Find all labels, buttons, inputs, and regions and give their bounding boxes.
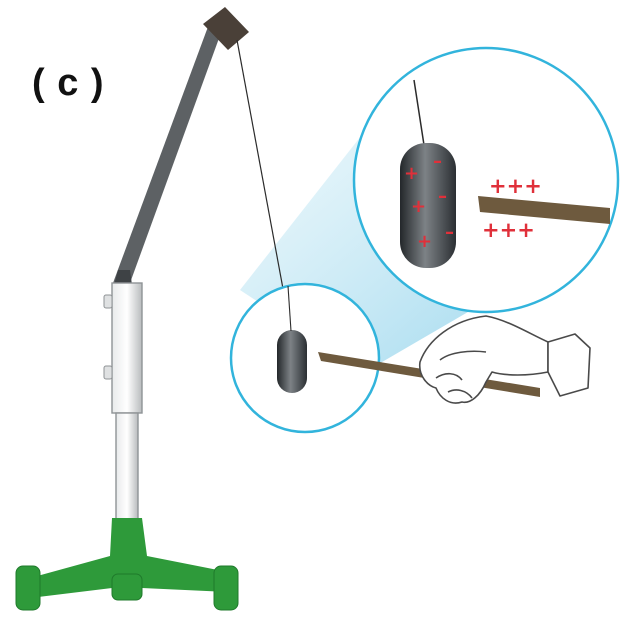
- sleeve-knob-lower: [103, 365, 113, 380]
- rod-charges-top: +++: [489, 174, 542, 198]
- gloved-hand: [418, 315, 591, 404]
- base-foot-right: [213, 565, 239, 611]
- panel-label: ( c ): [32, 62, 105, 104]
- ball-charge-2: –: [433, 151, 442, 172]
- stand-clamp: [203, 7, 249, 50]
- zoom-thread: [413, 79, 425, 146]
- stand-pole: [115, 412, 139, 520]
- stand-sleeve: [111, 282, 143, 414]
- ball-charge-5: +: [417, 231, 432, 252]
- zoom-charged-rod: [478, 196, 610, 224]
- zoom-pith-ball: [400, 143, 456, 268]
- ball-charge-6: –: [445, 222, 454, 243]
- zoom-view-circle: [352, 46, 620, 314]
- ball-charge-4: –: [438, 186, 447, 207]
- base-foot-left: [15, 565, 41, 611]
- sleeve-knob-upper: [103, 294, 113, 309]
- base-foot-center: [111, 573, 143, 601]
- stand-base: [30, 518, 228, 600]
- pith-ball: [277, 330, 307, 393]
- ball-charge-1: +: [404, 163, 419, 184]
- suspension-thread: [236, 39, 292, 333]
- arm-hinge: [114, 270, 132, 285]
- rod-charges-bottom: +++: [482, 218, 535, 242]
- stand-arm: [113, 24, 222, 283]
- thread-in-circle: [287, 285, 292, 332]
- ball-charge-3: +: [411, 196, 426, 217]
